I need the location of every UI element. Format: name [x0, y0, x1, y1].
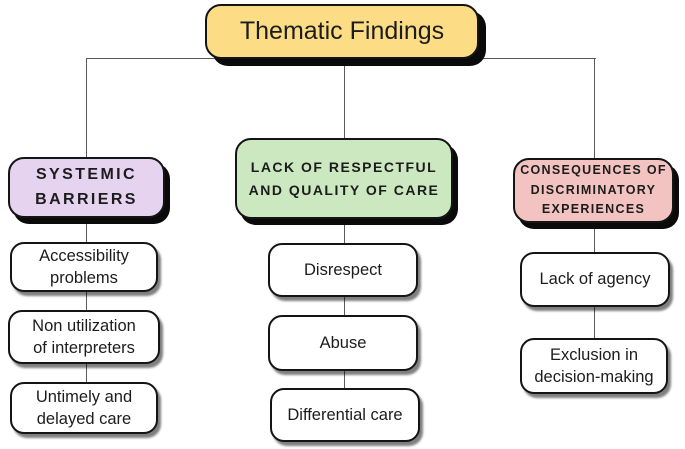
node-systemic-barriers: SYSTEMIC BARRIERS — [8, 157, 165, 218]
node-label: Lack of agency — [539, 270, 651, 289]
connector-left-vertical — [86, 58, 87, 384]
connector-middle-vertical — [344, 58, 345, 390]
node-non-utilization-interpreters: Non utilization of interpreters — [8, 310, 160, 364]
node-lack-of-respectful-care: LACK OF RESPECTFUL AND QUALITY OF CARE — [235, 138, 453, 219]
node-accessibility-problems: Accessibility problems — [10, 242, 158, 292]
node-label: Abuse — [319, 333, 367, 352]
node-exclusion-decision-making: Exclusion in decision-making — [520, 338, 668, 394]
node-thematic-findings: Thematic Findings — [205, 4, 479, 59]
node-label: Exclusion in decision-making — [534, 345, 654, 386]
node-label: Disrespect — [304, 260, 382, 279]
node-untimely-delayed-care: Untimely and delayed care — [10, 382, 158, 434]
node-disrespect: Disrespect — [268, 243, 418, 297]
node-label: CONSEQUENCES OF DISCRIMINATORY EXPERIENC… — [520, 163, 667, 217]
node-label: Accessibility problems — [39, 246, 129, 287]
node-label: Non utilization of interpreters — [32, 316, 136, 357]
node-label: Differential care — [287, 405, 403, 424]
node-consequences-discriminatory: CONSEQUENCES OF DISCRIMINATORY EXPERIENC… — [513, 158, 674, 223]
node-abuse: Abuse — [268, 315, 418, 371]
node-label: LACK OF RESPECTFUL AND QUALITY OF CARE — [248, 159, 440, 198]
node-label: Thematic Findings — [239, 17, 445, 45]
node-lack-of-agency: Lack of agency — [520, 252, 670, 307]
node-label: Untimely and delayed care — [35, 387, 133, 428]
node-label: SYSTEMIC BARRIERS — [35, 165, 138, 208]
node-differential-care: Differential care — [270, 388, 420, 442]
